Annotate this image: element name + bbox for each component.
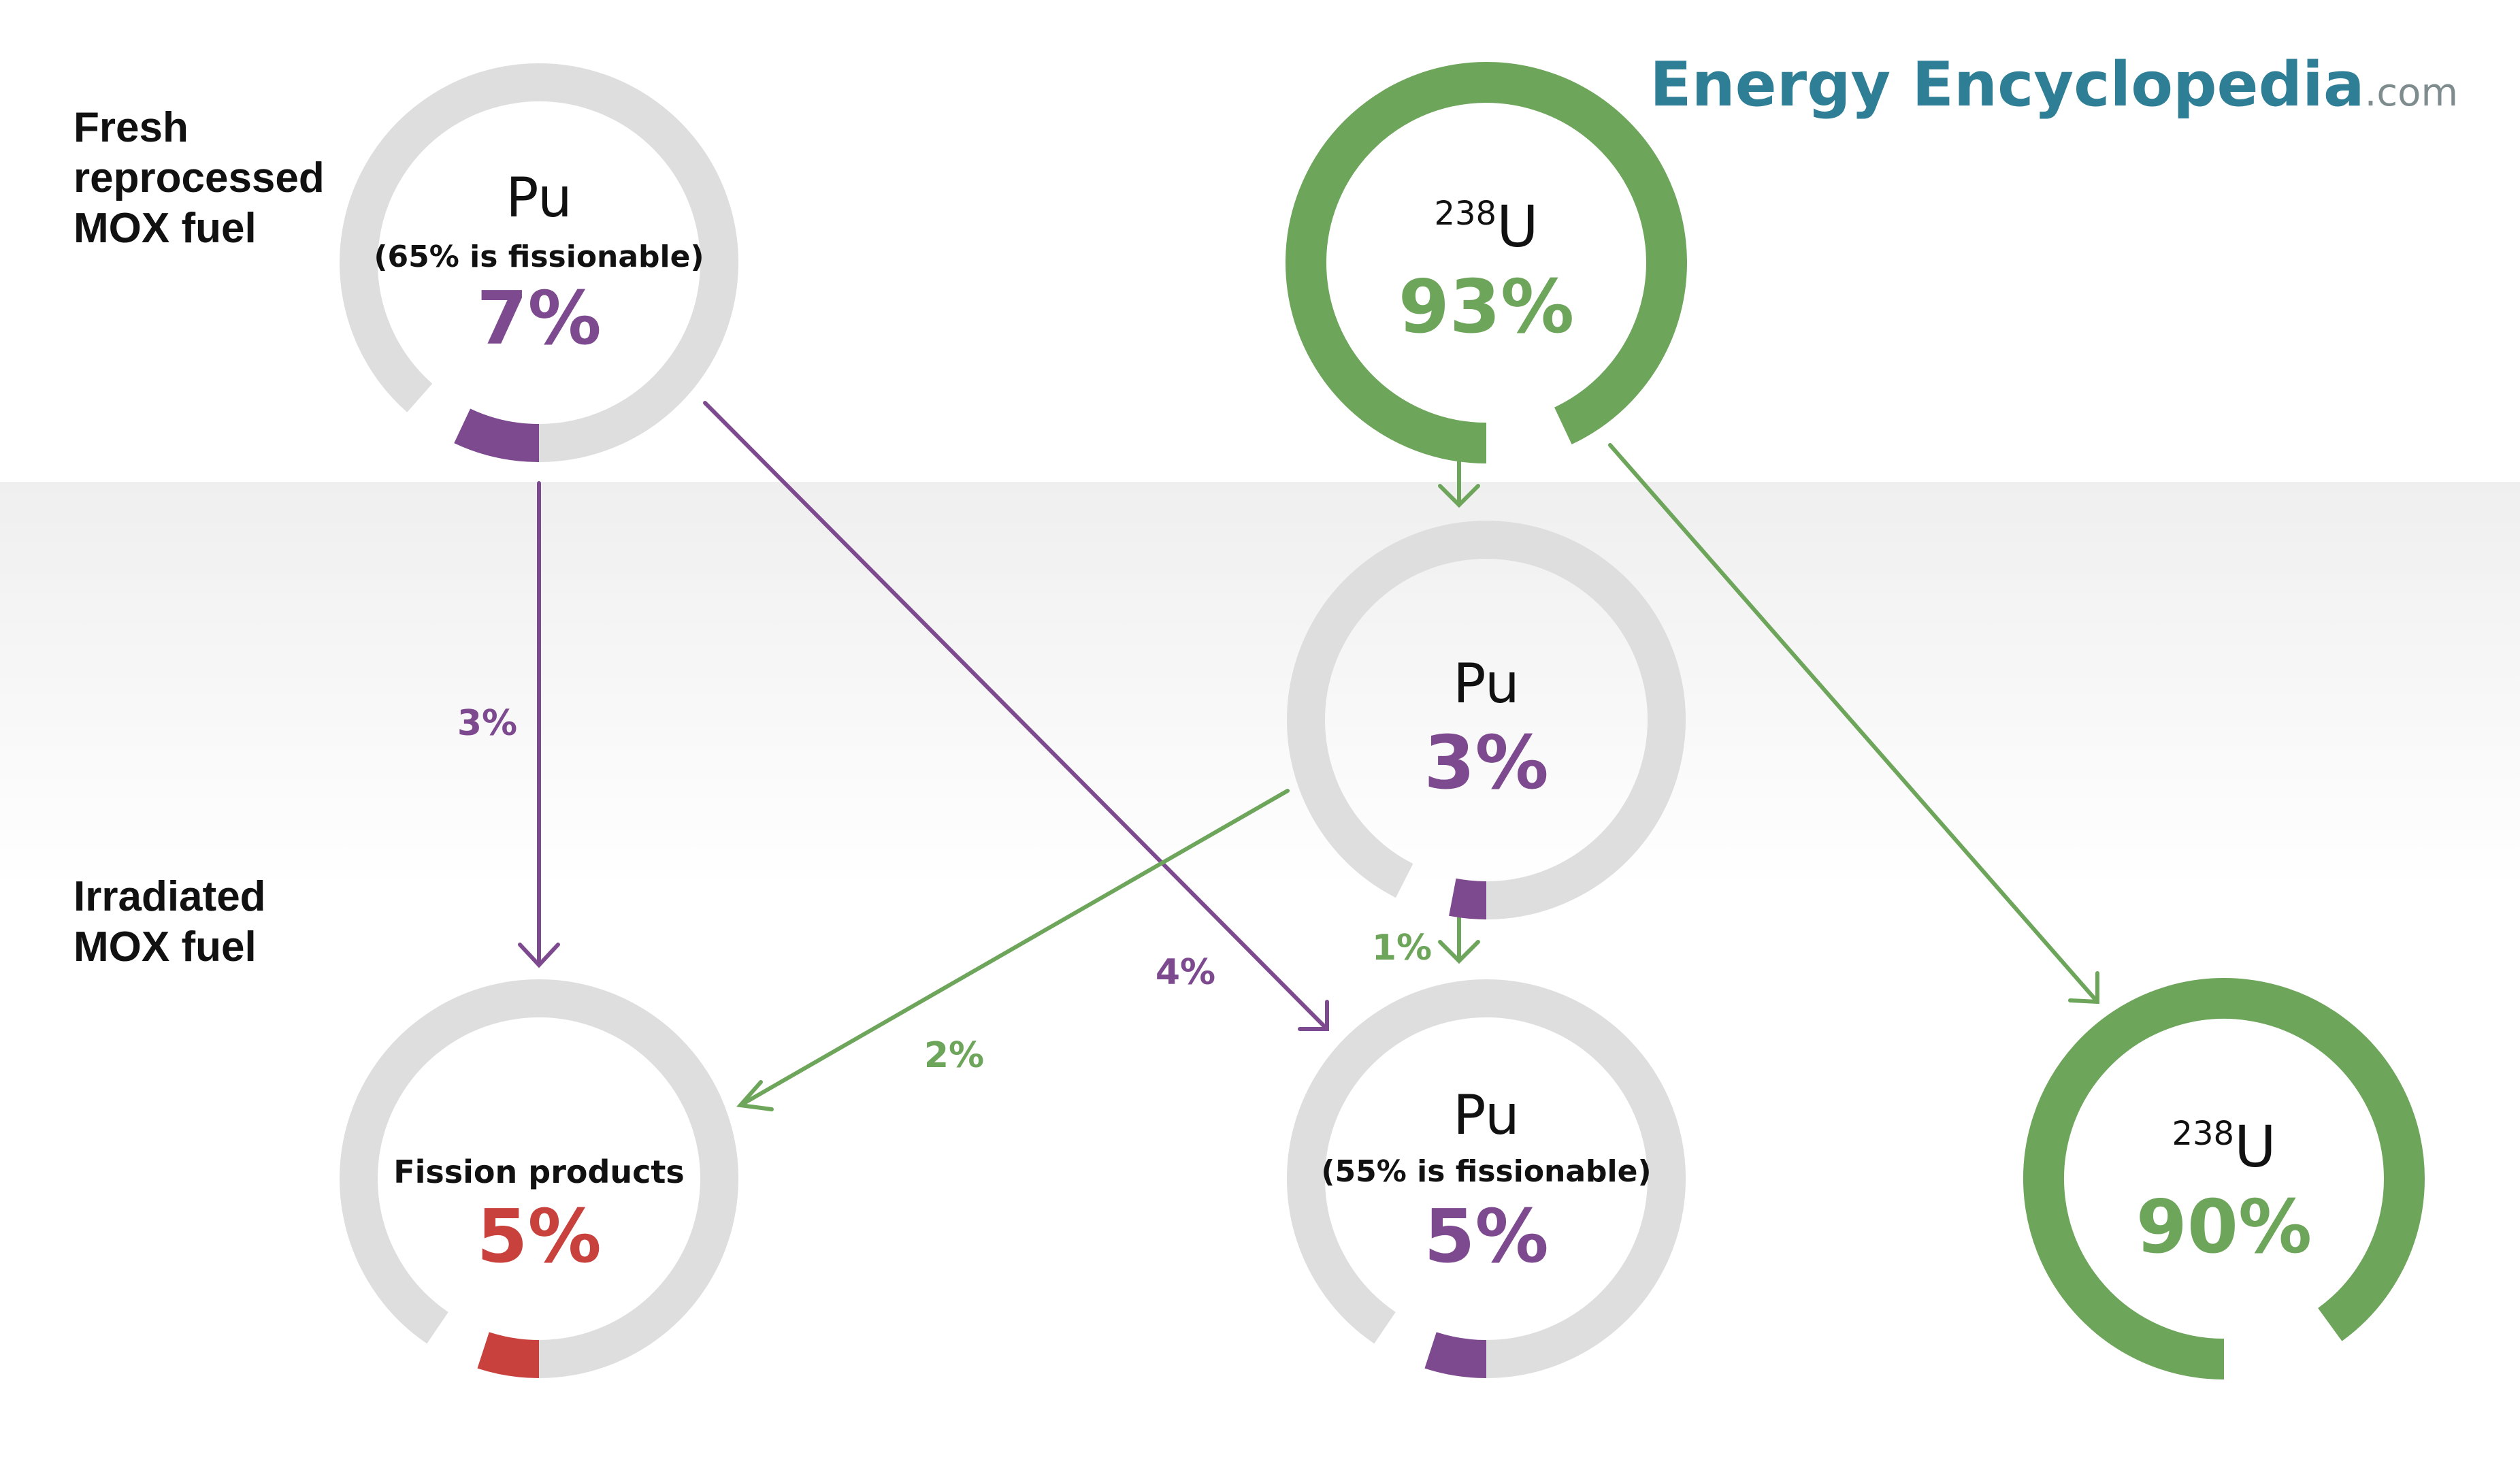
row-label-fresh-line: reprocessed [73, 154, 325, 201]
arrow-pu-to-pu [703, 401, 1329, 1031]
arrow-head [518, 943, 560, 968]
ring-value-arc-fission_products [477, 1332, 540, 1378]
logo: Energy Encyclopedia.com [1650, 49, 2458, 120]
node-note: Fission products [393, 1154, 685, 1190]
node-note: (65% is fissionable) [374, 240, 704, 274]
ring-track-pu_fresh [340, 63, 738, 462]
logo-encyclopedia: Encyclopedia [1912, 49, 2365, 120]
irradiated-band [0, 482, 2520, 890]
node-percent: 90% [2136, 1185, 2312, 1270]
node-percent: 7% [476, 276, 601, 361]
ring-value-arc-pu_irradiated [1424, 1332, 1487, 1378]
arrow-head [1438, 484, 1480, 508]
row-label-fresh-line: Fresh [73, 104, 189, 151]
ring-value-arc-u238_irradiated [2023, 978, 2425, 1379]
node-fission-products: Fission products 5% [393, 1154, 685, 1279]
node-symbol: Pu [1453, 1083, 1520, 1147]
row-label-irradiated-line: MOX fuel [73, 924, 257, 970]
ring-charts [340, 62, 2425, 1379]
ring-track-fission_products [340, 979, 738, 1378]
node-percent: 93% [1398, 265, 1575, 350]
node-symbol: U [2234, 1113, 2276, 1180]
row-label-irradiated: Irradiated MOX fuel [73, 873, 278, 970]
arrow-u-to-u [1608, 443, 2099, 1004]
mass-number: 238 [1434, 195, 1496, 233]
row-label-fresh: Fresh reprocessed MOX fuel [73, 104, 336, 252]
flow-label-mid-to-pu: 1% [1372, 928, 1432, 968]
node-isotope: 238U [2172, 1113, 2276, 1180]
logo-energy: Energy [1650, 49, 1912, 120]
ring-value-arc-pu_fresh [454, 408, 540, 462]
node-isotope: 238U [1434, 193, 1538, 260]
node-pu-mid: Pu 3% [1424, 652, 1548, 806]
node-u238-fresh: 238U 93% [1398, 193, 1575, 350]
node-symbol: Pu [1453, 652, 1520, 715]
arrow-mid-to-fission [738, 789, 1290, 1107]
node-u238-irradiated: 238U 90% [2136, 1113, 2312, 1270]
logo-dotcom: .com [2365, 71, 2458, 115]
node-pu-irradiated: Pu (55% is fissionable) 5% [1321, 1083, 1651, 1279]
arrow-head [1298, 1000, 1329, 1031]
node-note: (55% is fissionable) [1321, 1154, 1651, 1189]
ring-value-arc-pu_mid [1449, 878, 1487, 919]
row-label-irradiated-line: Irradiated [73, 873, 266, 920]
node-percent: 3% [1424, 721, 1548, 806]
arrow-head [1438, 940, 1480, 964]
arrow-head [736, 1080, 774, 1111]
node-percent: 5% [1424, 1194, 1548, 1279]
row-label-fresh-line: MOX fuel [73, 205, 257, 252]
node-percent: 5% [476, 1194, 601, 1279]
node-pu-fresh: Pu (65% is fissionable) 7% [374, 166, 704, 361]
ring-track-pu_mid [1287, 521, 1686, 919]
flow-label-mid-to-fission: 2% [924, 1035, 984, 1076]
flow-label-pu-to-pu: 4% [1156, 952, 1215, 993]
ring-value-arc-u238_fresh [1286, 62, 1687, 463]
node-symbol: U [1496, 193, 1538, 260]
node-symbol: Pu [506, 166, 572, 229]
mass-number: 238 [2172, 1115, 2234, 1153]
flow-label-pu-to-fission: 3% [457, 703, 517, 744]
ring-track-pu_irradiated [1287, 979, 1686, 1378]
arrow-head [2068, 971, 2099, 1004]
